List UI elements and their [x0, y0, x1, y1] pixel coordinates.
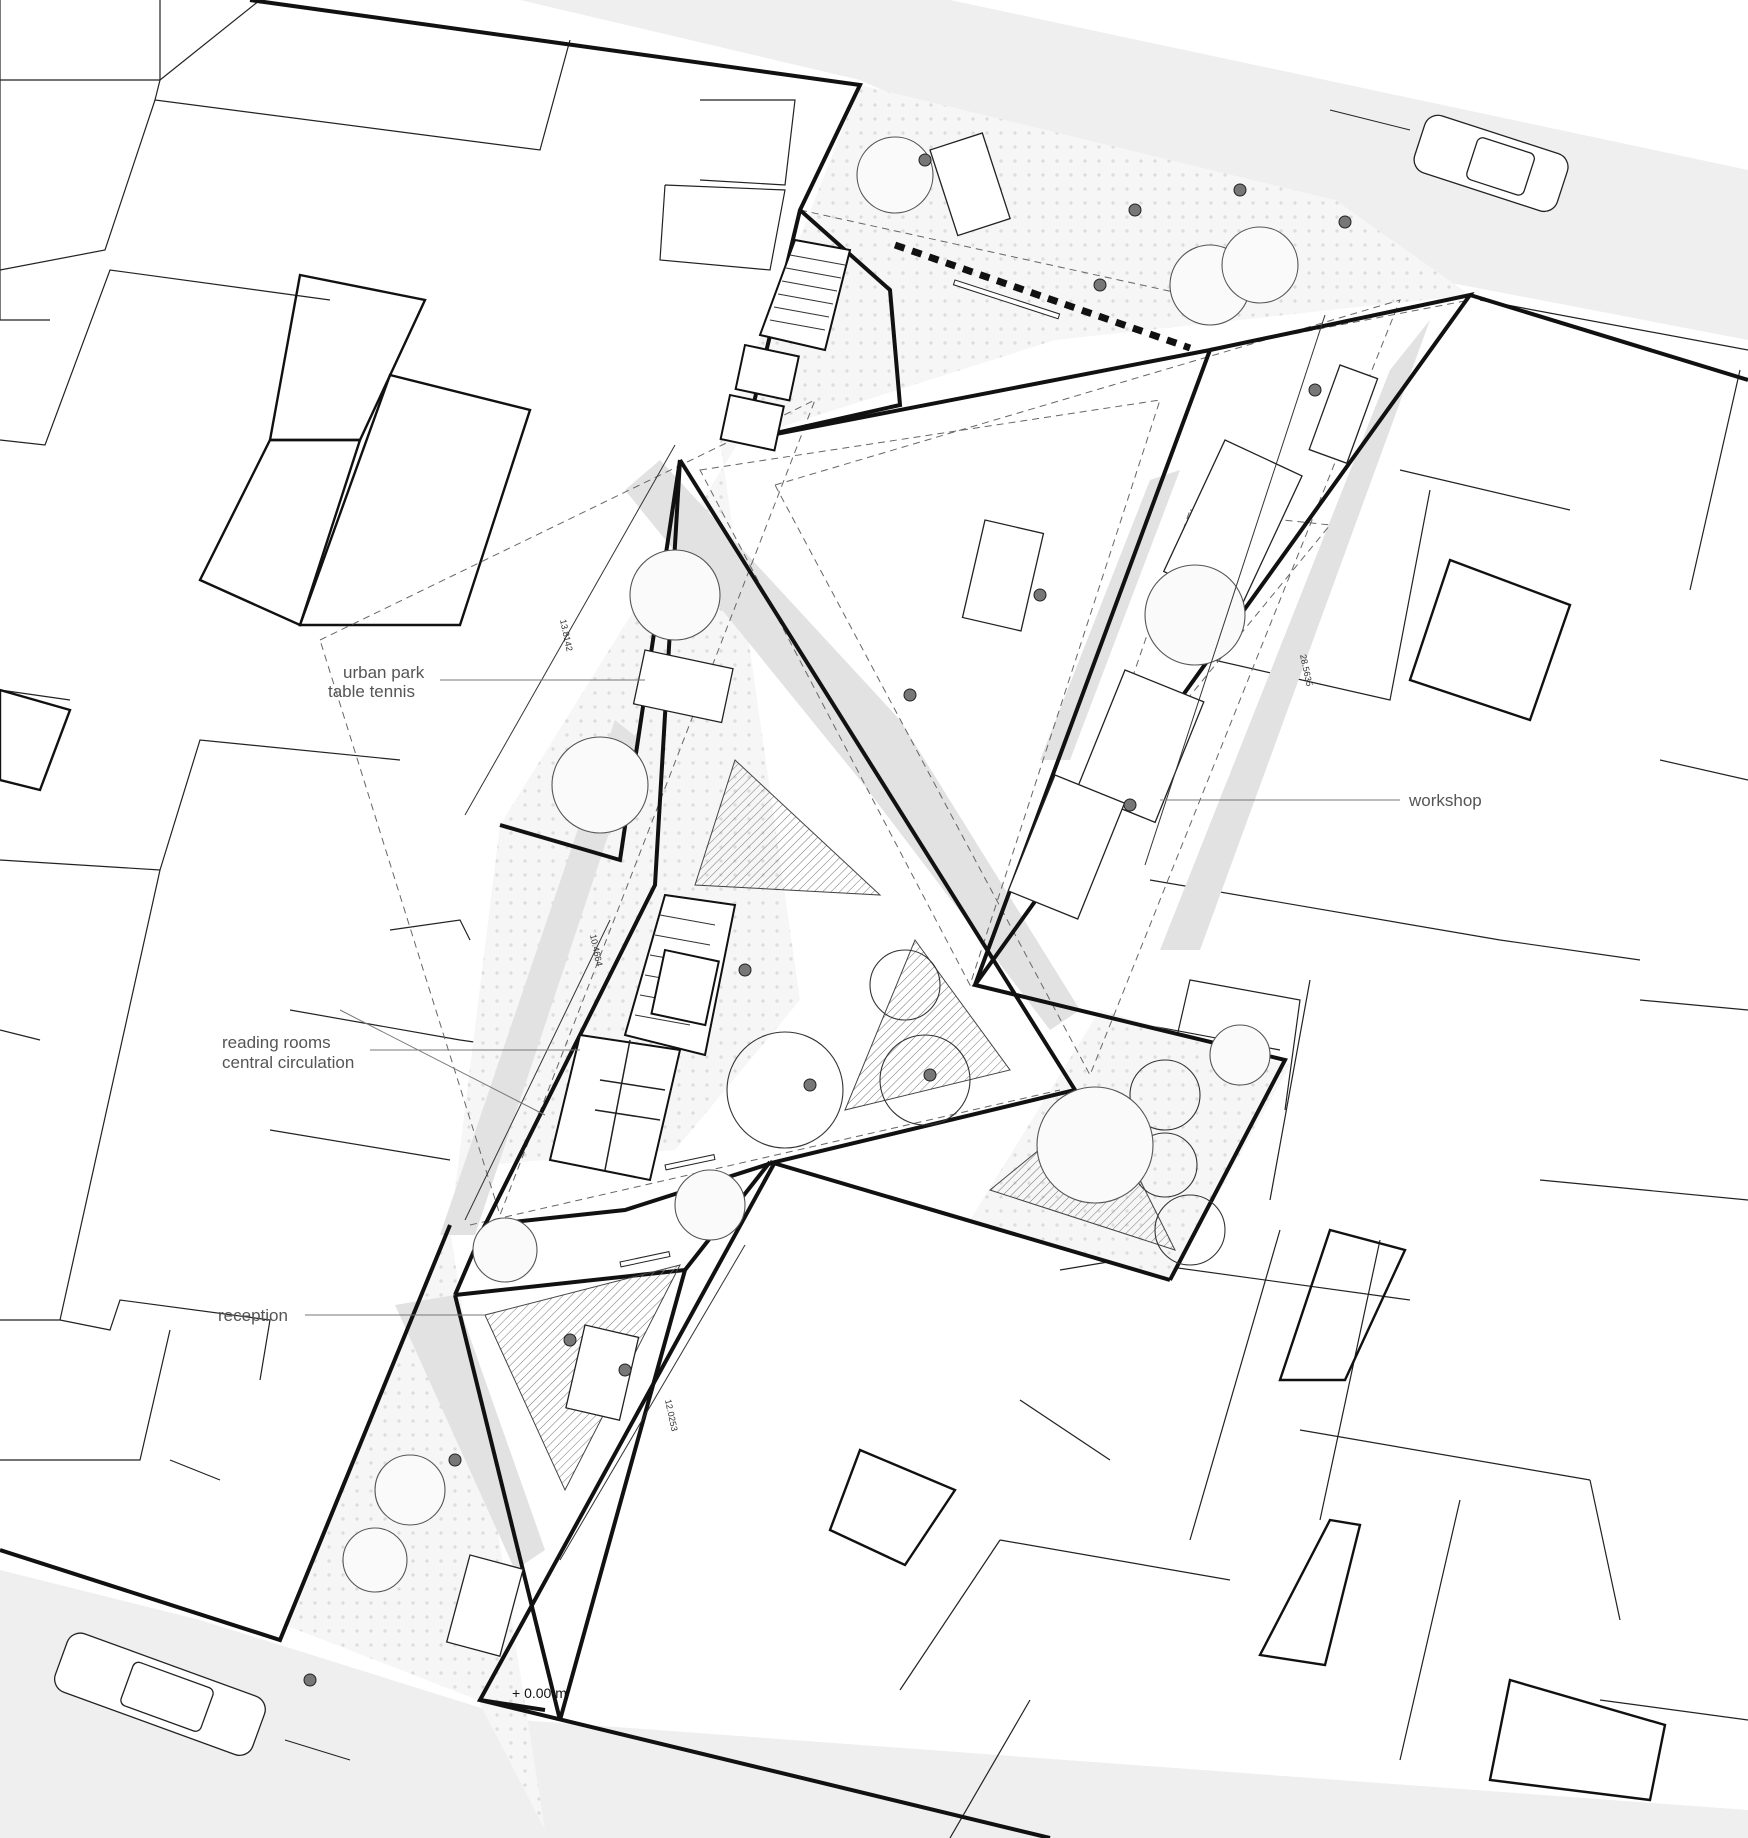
stairs-core	[548, 238, 852, 1268]
tree-icon	[551, 736, 649, 834]
dimension-reception: 12.0253	[663, 1398, 680, 1432]
label-urban-park: urban park	[343, 663, 425, 682]
label-table-tennis: table tennis	[328, 682, 415, 701]
tree-icon	[374, 1454, 446, 1526]
tree-icon	[629, 549, 721, 641]
people	[303, 153, 1352, 1687]
label-leaders	[305, 679, 1400, 1316]
label-reading-rooms: reading rooms	[222, 1033, 331, 1052]
tree-icon	[1221, 226, 1299, 304]
person-icon	[1128, 203, 1142, 217]
person-icon	[923, 1068, 937, 1082]
person-icon	[803, 1078, 817, 1092]
ping-pong-table-south	[445, 1554, 524, 1657]
trees	[342, 136, 1299, 1593]
car-icon-south	[53, 1632, 266, 1756]
tree-icon	[1209, 1024, 1271, 1086]
ping-pong-table-park	[632, 649, 734, 724]
street-south	[0, 1570, 1748, 1838]
label-workshop: workshop	[1408, 791, 1482, 810]
person-icon	[1093, 278, 1107, 292]
person-icon	[903, 688, 917, 702]
person-icon	[618, 1363, 632, 1377]
person-icon	[303, 1673, 317, 1687]
circulation-band	[395, 320, 1430, 1570]
dimension-lines	[464, 314, 1326, 1561]
neighbour-buildings	[0, 273, 1667, 1802]
tree-icon	[472, 1217, 538, 1283]
person-icon	[1338, 215, 1352, 229]
site-paving	[285, 85, 1470, 1830]
tree-icon	[342, 1527, 408, 1593]
person-icon	[918, 153, 932, 167]
person-icon	[448, 1453, 462, 1467]
level-marker: + 0.00 m	[512, 1685, 567, 1701]
label-reception: reception	[218, 1306, 288, 1325]
tree-icon	[856, 136, 934, 214]
furniture	[445, 132, 1379, 1657]
person-icon	[738, 963, 752, 977]
tree-icon	[1036, 1086, 1154, 1204]
north-fence	[893, 109, 1411, 352]
cars	[53, 114, 1569, 1761]
car-icon-north	[1413, 114, 1569, 213]
person-icon	[1123, 798, 1137, 812]
label-central-circulation: central circulation	[222, 1053, 354, 1072]
person-icon	[1033, 588, 1047, 602]
ping-pong-table-north	[929, 132, 1011, 237]
person-icon	[1308, 383, 1322, 397]
person-icon	[563, 1333, 577, 1347]
tree-icon	[1144, 564, 1246, 666]
tree-icon	[674, 1169, 746, 1241]
person-icon	[1233, 183, 1247, 197]
